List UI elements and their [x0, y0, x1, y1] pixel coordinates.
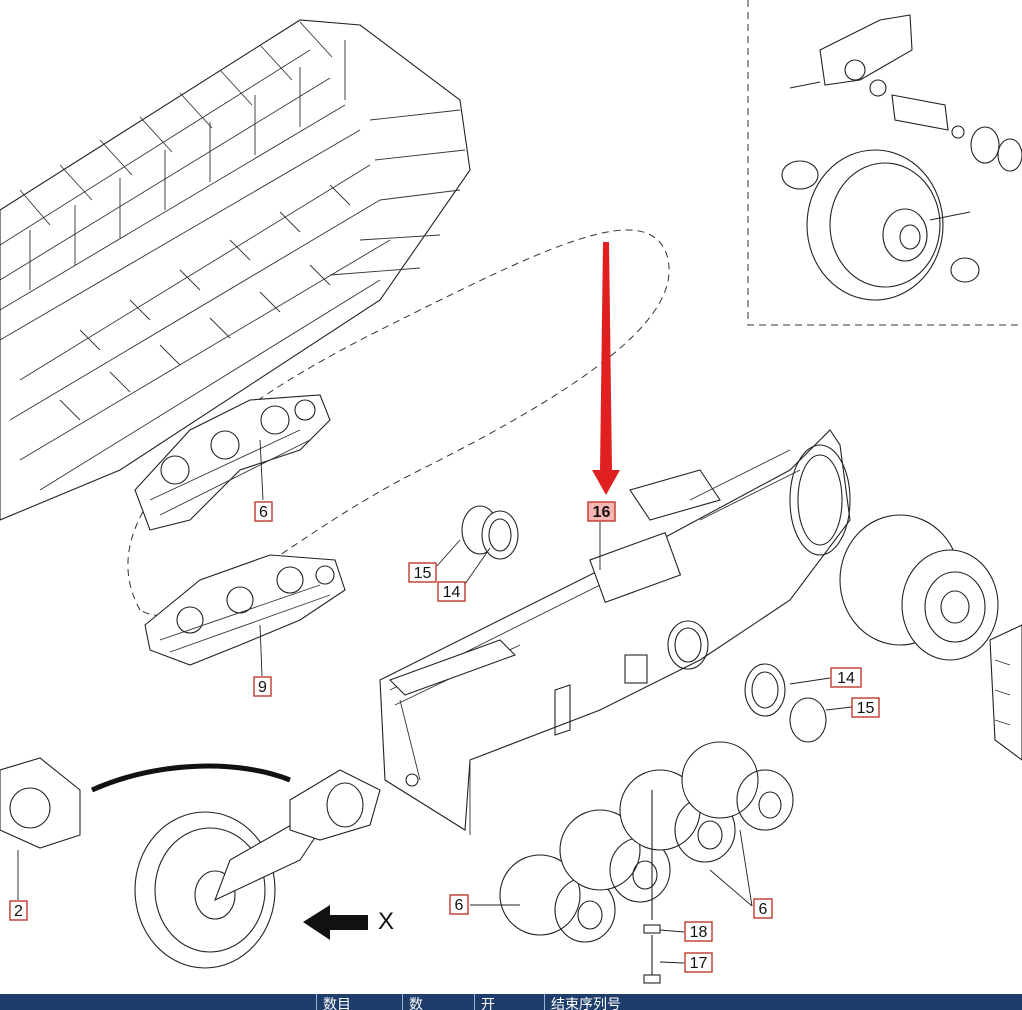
callout-9: 9: [253, 676, 272, 697]
track-link-assembly-lower: [144, 554, 346, 666]
track-link-assembly-upper: [134, 394, 331, 531]
track-frame-drawing: [379, 429, 851, 835]
pointer-arrow-icon: [592, 242, 620, 495]
parts-table-header: 数目 数 开 结束序列号: [0, 994, 1022, 1010]
header-col-quantity: 数目: [316, 994, 402, 1010]
bushing-set-upper: [461, 505, 519, 560]
svg-text:9: 9: [258, 679, 267, 696]
callout-6-right: 6: [753, 898, 773, 919]
svg-text:6: 6: [259, 504, 268, 521]
callout-2: 2: [9, 900, 28, 921]
svg-text:14: 14: [443, 584, 461, 601]
leader-lines: [17, 439, 853, 964]
track-rollers-drawing: [499, 741, 794, 984]
header-col-count: 数: [402, 994, 474, 1010]
callout-6-upper: 6: [254, 501, 273, 522]
callout-14-upper: 14: [437, 581, 466, 602]
callout-14-right: 14: [830, 667, 862, 688]
svg-text:6: 6: [455, 897, 464, 914]
header-col-start: 开: [474, 994, 544, 1010]
direction-label: X: [378, 908, 394, 935]
svg-text:6: 6: [759, 901, 768, 918]
callout-15-upper: 15: [408, 562, 437, 583]
direction-arrow-icon: [303, 905, 368, 940]
callout-16: 16: [587, 501, 616, 522]
final-drive-drawing: [839, 514, 1022, 761]
svg-text:16: 16: [593, 504, 611, 521]
idler-wheel-drawing: [0, 757, 381, 969]
callout-17: 17: [684, 952, 713, 973]
svg-text:15: 15: [857, 700, 875, 717]
svg-text:2: 2: [14, 903, 23, 920]
svg-text:17: 17: [690, 955, 708, 972]
callout-15-right: 15: [851, 697, 880, 718]
svg-text:18: 18: [690, 924, 708, 941]
callout-18: 18: [684, 921, 713, 942]
callout-6-left: 6: [449, 894, 469, 915]
bushing-set-right: [744, 663, 827, 743]
track-chain-drawing: [0, 19, 471, 521]
inset-idler-detail: [747, 0, 1022, 326]
header-col-end-serial: 结束序列号: [544, 994, 1022, 1010]
header-col-blank: [0, 994, 316, 1010]
svg-text:14: 14: [837, 670, 855, 687]
svg-text:15: 15: [414, 565, 432, 582]
